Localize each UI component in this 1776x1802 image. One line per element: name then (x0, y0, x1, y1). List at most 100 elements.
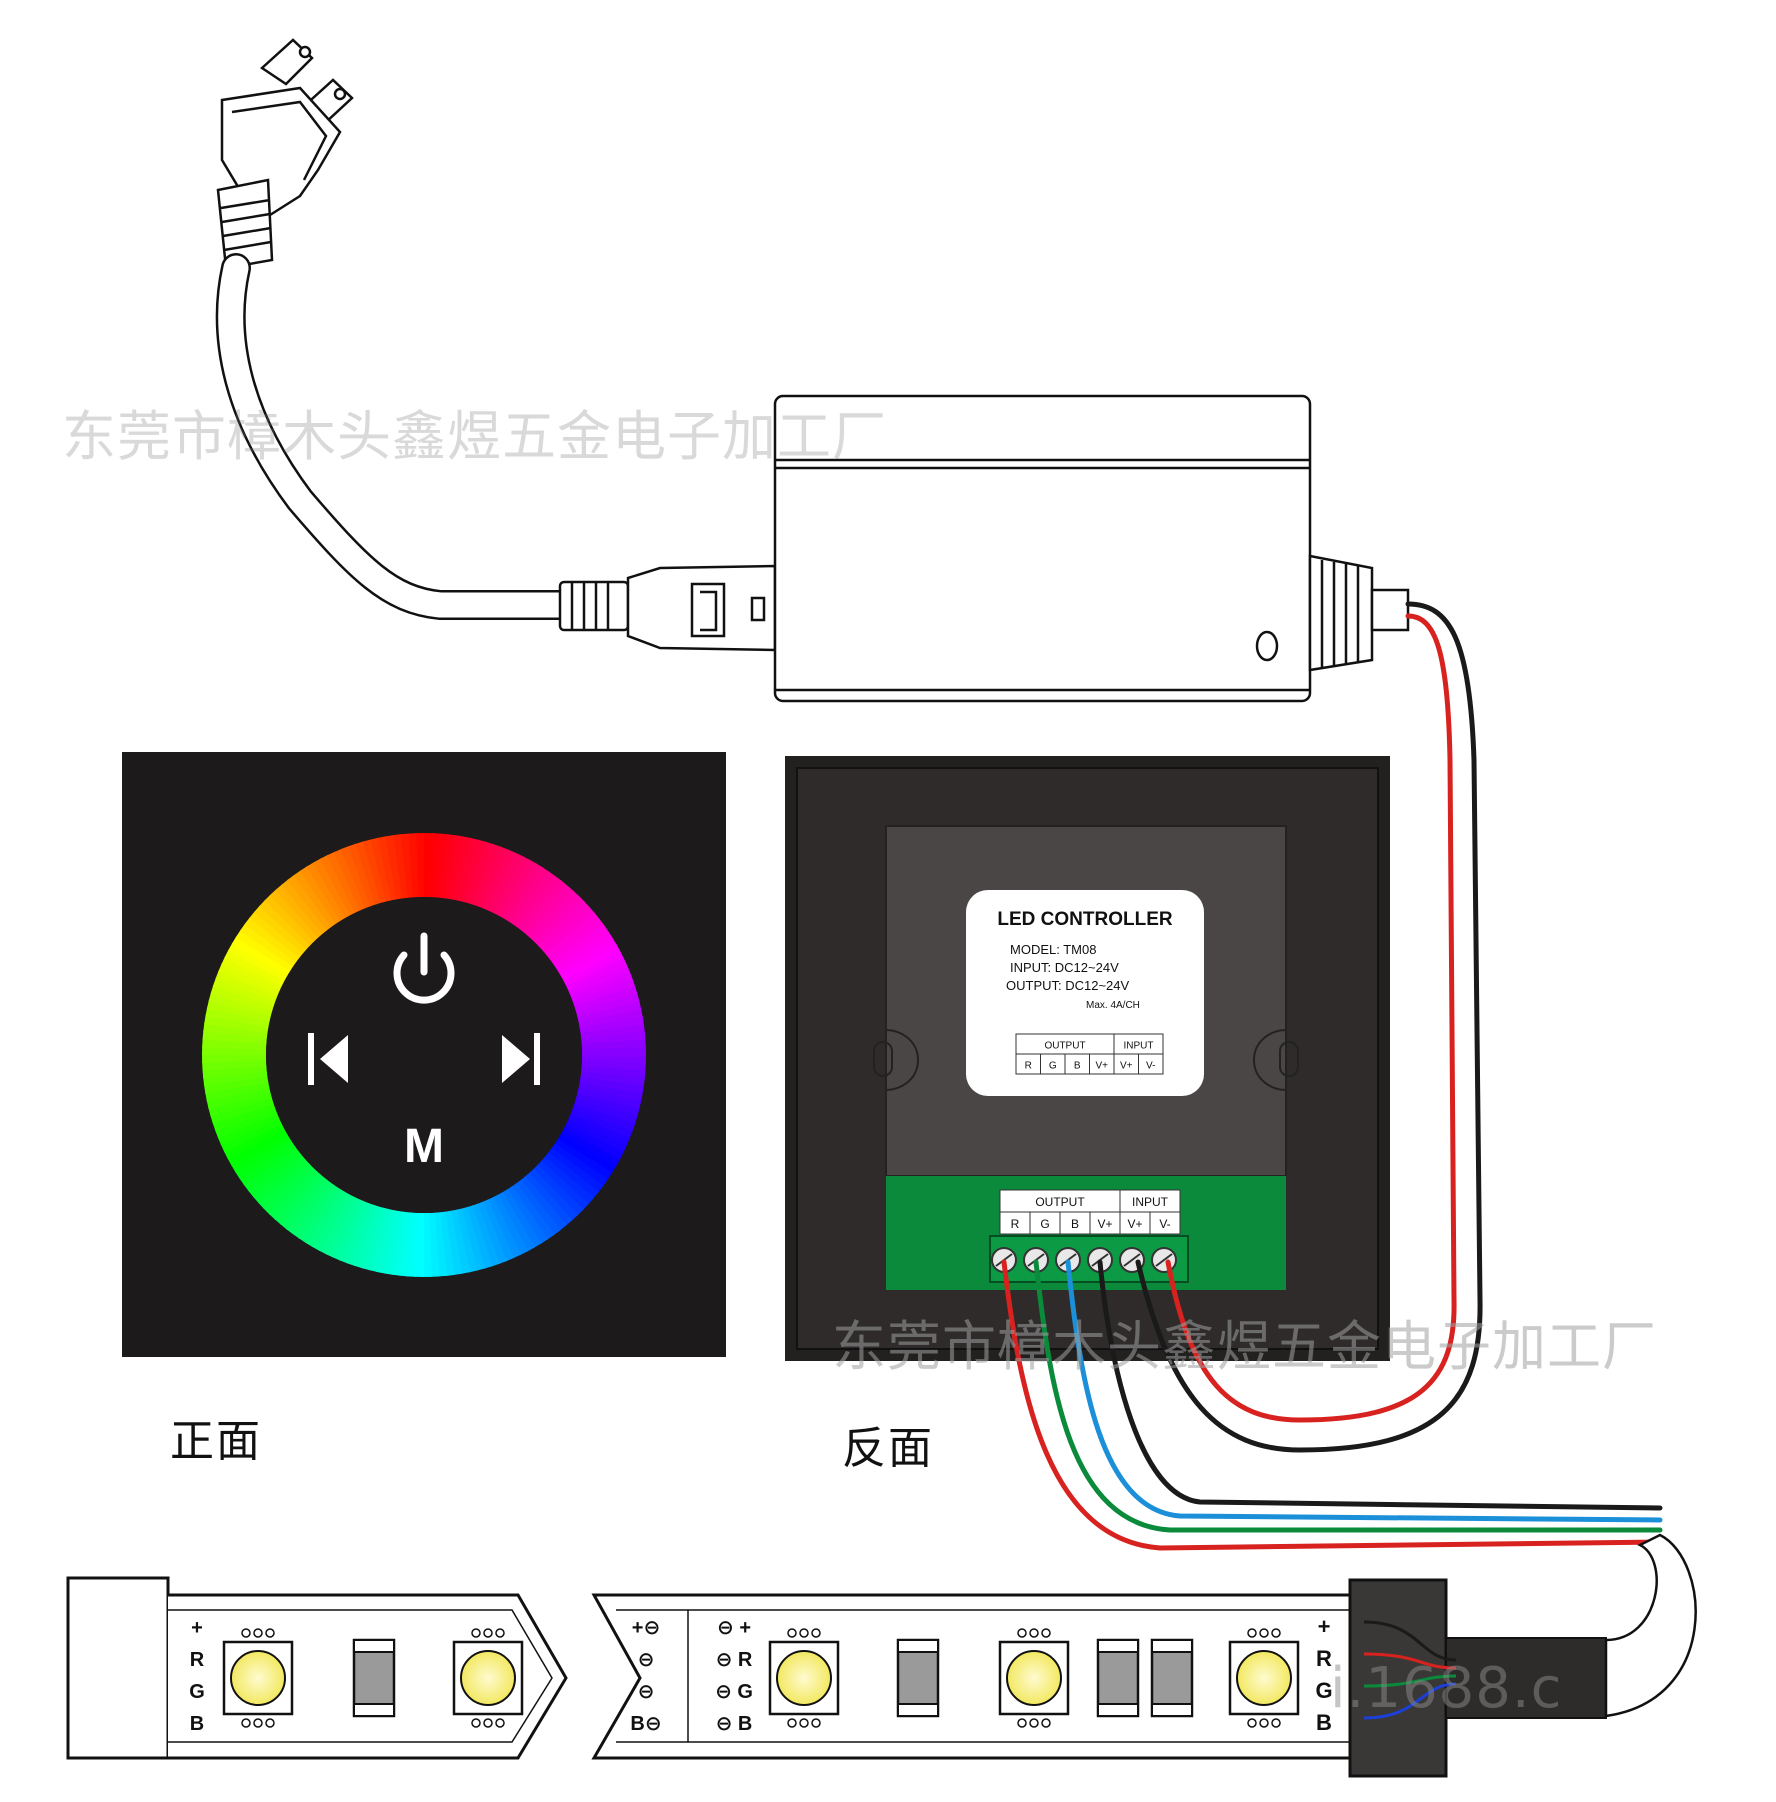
led-pad (799, 1628, 809, 1638)
ring-segment (525, 884, 574, 939)
ring-segment (205, 1007, 270, 1028)
mode-button[interactable]: M (404, 1120, 444, 1173)
strip-pin-label: + (191, 1617, 203, 1639)
ring-segment (339, 1201, 370, 1264)
ring-segment (259, 899, 312, 950)
ring-segment (319, 854, 356, 916)
ring-segment (551, 1143, 609, 1187)
pin-label: V+ (1095, 1060, 1108, 1071)
ring-segment (562, 1124, 624, 1161)
ring-segment (202, 1037, 267, 1050)
ring-segment (512, 870, 556, 928)
ring-segment (257, 1159, 311, 1210)
led-pad (1029, 1628, 1039, 1638)
ring-segment (435, 833, 449, 898)
ring-segment (340, 845, 371, 909)
ring-segment (515, 1179, 561, 1236)
ring-segment (333, 848, 366, 911)
ring-segment (268, 1167, 319, 1220)
ring-segment (493, 855, 530, 917)
power-controller-box (773, 394, 1410, 703)
ring-segment (299, 865, 342, 925)
resistor-cap (1151, 1639, 1193, 1653)
color-wheel-ring[interactable] (202, 833, 646, 1277)
led-emitter (1236, 1650, 1292, 1706)
label-output: OUTPUT: DC12~24V (1006, 978, 1130, 993)
led-emitter (460, 1650, 516, 1706)
ring-segment (507, 866, 550, 925)
ring-segment (445, 835, 465, 900)
ring-segment (332, 1198, 365, 1261)
ring-segment (234, 1137, 294, 1180)
output-header: OUTPUT (1044, 1040, 1085, 1051)
ring-segment (385, 834, 404, 900)
ring-segment (503, 862, 543, 922)
led-pad (483, 1628, 493, 1638)
ring-segment (478, 846, 509, 909)
ring-segment (274, 1171, 323, 1226)
ring-segment (533, 895, 585, 947)
strip-pin-label: B (190, 1713, 204, 1735)
ring-segment (203, 1022, 268, 1039)
ring-segment (579, 1076, 644, 1096)
front-panel: M (122, 752, 726, 1357)
ring-segment (422, 1212, 432, 1277)
ring-segment (461, 1206, 486, 1271)
led-pad (811, 1718, 821, 1728)
next-icon[interactable] (502, 1033, 540, 1085)
ring-segment (362, 839, 387, 904)
watermark-bottom: i.1688.c (1330, 1656, 1563, 1721)
ring-segment (286, 1178, 332, 1235)
ring-segment (212, 977, 276, 1007)
power-icon[interactable] (393, 932, 455, 1004)
ring-segment (239, 1142, 297, 1186)
ring-segment (208, 992, 273, 1017)
ring-segment (218, 963, 281, 996)
led-pad (495, 1628, 505, 1638)
ring-segment (581, 1060, 646, 1073)
ring-segment (581, 1066, 646, 1080)
ring-segment (541, 906, 596, 955)
led-pad (1259, 1718, 1269, 1728)
resistor-cap (353, 1703, 395, 1717)
ring-segment (547, 1147, 604, 1193)
ring-segment (206, 999, 271, 1023)
label-input: INPUT: DC12~24V (1010, 960, 1119, 975)
led-pad (1247, 1628, 1257, 1638)
ring-segment (203, 1075, 269, 1094)
ring-segment (528, 1168, 579, 1222)
led-pad (787, 1718, 797, 1728)
terminal-block (989, 1235, 1189, 1283)
ring-segment (574, 986, 638, 1013)
led-pad (811, 1628, 821, 1638)
previous-icon[interactable] (308, 1033, 348, 1085)
ring-segment (377, 836, 398, 901)
ring-segment (540, 1156, 595, 1205)
ring-segment (466, 1205, 493, 1269)
ring-segment (537, 900, 591, 951)
ring-segment (568, 964, 631, 997)
ring-segment (212, 1102, 276, 1131)
ring-segment (298, 1185, 341, 1244)
led-pad (483, 1718, 493, 1728)
ring-segment (455, 1208, 478, 1273)
back-panel: LED CONTROLLER MODEL: TM08 INPUT: DC12~2… (785, 756, 1390, 1361)
controller-label: LED CONTROLLER MODEL: TM08 INPUT: DC12~2… (966, 890, 1204, 1096)
led-pad (1041, 1718, 1051, 1728)
ring-segment (368, 1208, 392, 1273)
resistor-cap (1097, 1703, 1139, 1717)
led-emitter (1006, 1650, 1062, 1706)
pin-label: G (1049, 1060, 1057, 1071)
ring-segment (492, 1194, 529, 1256)
ring-segment (252, 1155, 307, 1204)
strip-pin-label: + (1318, 1614, 1331, 1639)
strip-pin-label: B⊖ (630, 1713, 661, 1735)
wire-input-black (1135, 601, 1483, 1453)
ring-segment (263, 1163, 315, 1215)
ring-segment (221, 956, 283, 991)
led-pad (1271, 1718, 1281, 1728)
ring-segment (578, 1008, 643, 1029)
strip-pin-label: G (189, 1681, 205, 1703)
pin-label: V- (1159, 1217, 1170, 1231)
pin-label: G (1040, 1217, 1049, 1231)
